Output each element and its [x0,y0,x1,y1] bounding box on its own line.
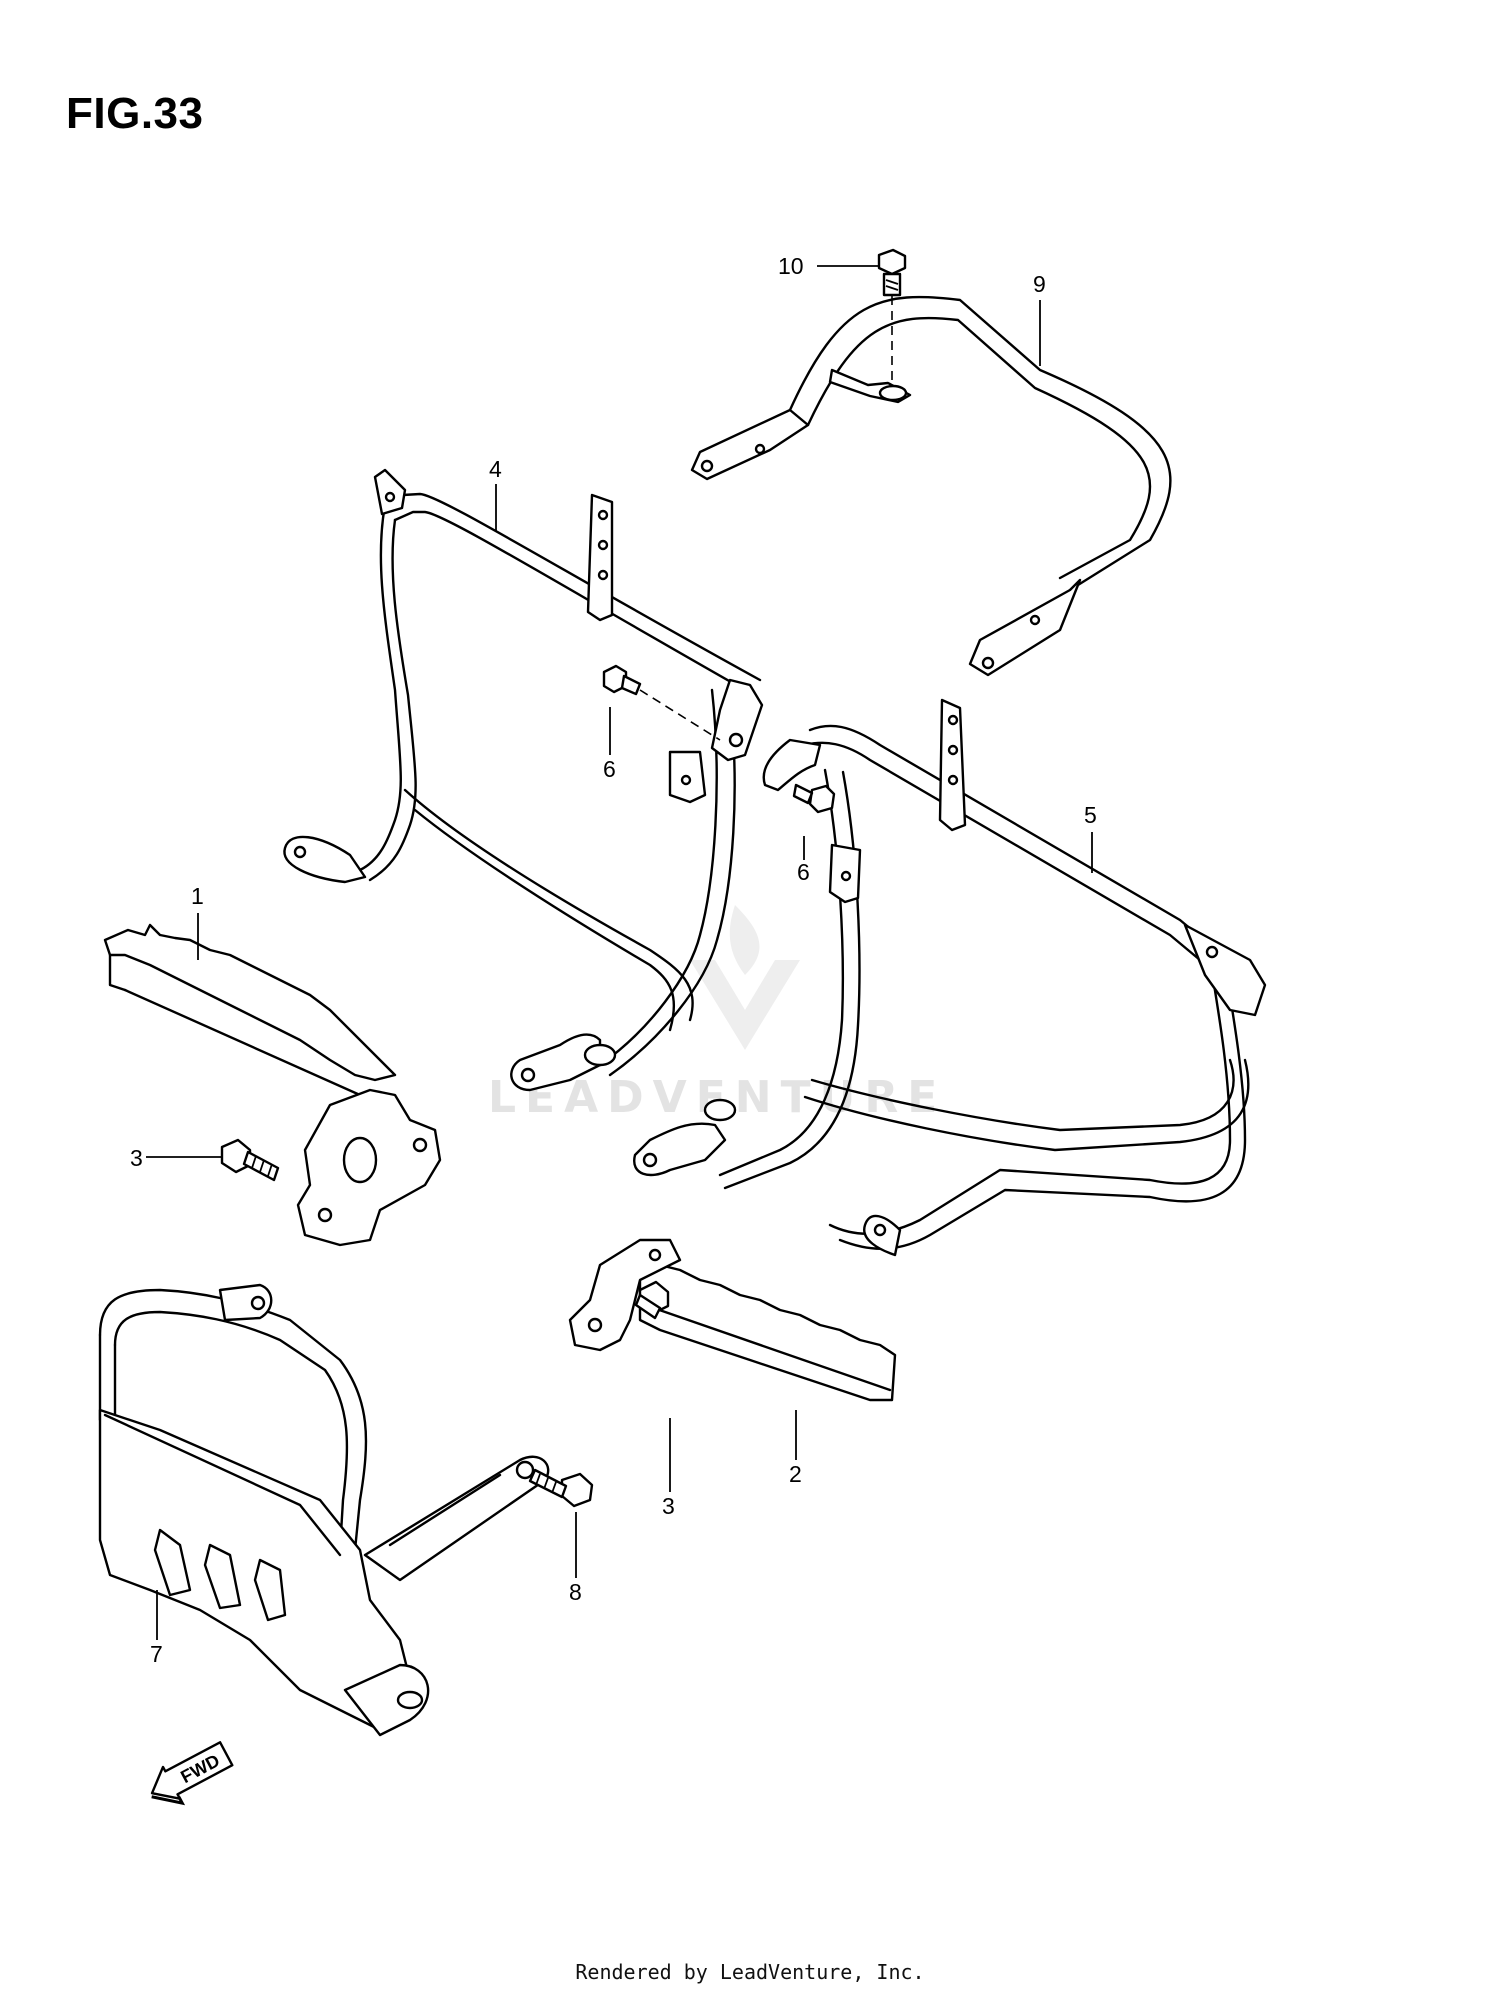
callout-10: 10 [778,253,804,279]
part-6-bolt-left[interactable] [602,664,721,741]
part-4-left-bracket[interactable] [283,468,764,1092]
part-3-bolt-right[interactable] [634,1280,670,1320]
part-8-bolt[interactable] [528,1468,594,1508]
footer-credit: Rendered by LeadVenture, Inc. [575,1960,925,1984]
part-7-front-guard[interactable] [98,1283,550,1737]
callout-4: 4 [489,456,502,482]
callout-1: 1 [191,883,204,909]
part-5-right-bracket[interactable] [633,698,1267,1257]
part-6-bolt-right[interactable] [792,783,836,814]
fwd-direction-badge: FWD [150,1741,234,1806]
watermark-logo [690,905,800,1050]
callout-7: 7 [150,1641,163,1667]
callout-8: 8 [569,1579,582,1605]
callout-6-left: 6 [603,756,616,782]
part-3-bolt-left[interactable] [220,1138,280,1182]
leader-lines [146,265,1093,1640]
part-9-grab-bar[interactable] [690,295,1172,677]
part-10-bolt[interactable] [877,248,907,380]
fwd-arrow-icon [150,1741,234,1800]
part-1-left-footpeg[interactable] [103,923,442,1247]
callout-9: 9 [1033,271,1046,297]
figure-title: FIG.33 [66,89,204,138]
callout-3-right: 3 [662,1493,675,1519]
callout-2: 2 [789,1461,802,1487]
callout-labels: 10 9 4 6 5 6 1 3 2 3 8 7 [130,253,1097,1667]
callout-6-right: 6 [797,859,810,885]
callout-3-left: 3 [130,1145,143,1171]
callout-5: 5 [1084,802,1097,828]
part-2-right-footpeg[interactable] [568,1238,897,1402]
